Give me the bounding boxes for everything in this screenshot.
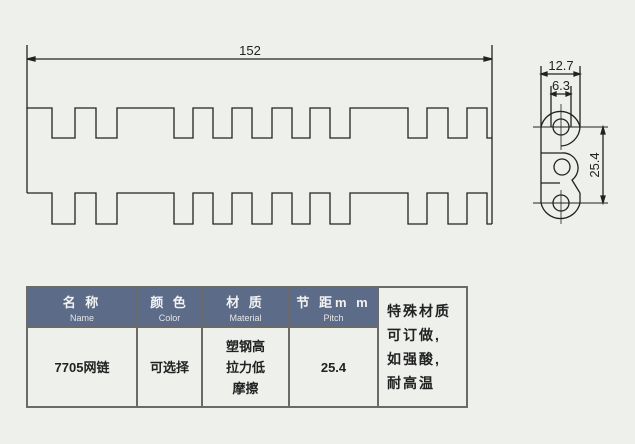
note-cell: 特殊材质 可订做, 如强酸, 耐高温 xyxy=(377,286,468,408)
chain-bottom-profile xyxy=(27,192,492,225)
middle-link-outline xyxy=(541,152,581,194)
header-name-en: Name xyxy=(69,312,94,323)
header-color-zh: 颜 色 xyxy=(150,294,189,310)
header-material: 材 质 Material xyxy=(201,286,290,328)
material-line: 拉力低 xyxy=(225,359,265,375)
header-pitch: 节 距m m Pitch xyxy=(288,286,379,328)
hole-dimension-label: 6.3 xyxy=(552,78,570,93)
header-pitch-zh: 节 距m m xyxy=(296,294,371,310)
cell-pitch: 25.4 xyxy=(288,326,379,408)
material-line: 摩擦 xyxy=(232,380,259,396)
top-link-outline xyxy=(540,110,581,147)
length-dimension-label: 152 xyxy=(239,43,261,58)
arrow-right xyxy=(483,56,493,62)
header-name: 名 称 Name xyxy=(26,286,138,328)
spec-table: 名 称 Name 颜 色 Color 材 质 Material 节 距m m P… xyxy=(26,286,468,408)
chain-top-profile xyxy=(26,107,492,193)
cell-material: 塑钢高 拉力低 摩擦 xyxy=(201,326,290,408)
header-pitch-en: Pitch xyxy=(323,312,344,323)
note-line: 可订做, xyxy=(387,327,441,343)
header-color: 颜 色 Color xyxy=(136,286,203,328)
material-line: 塑钢高 xyxy=(225,338,265,354)
cell-color: 可选择 xyxy=(136,326,203,408)
cell-name: 7705网链 xyxy=(26,326,138,408)
note-line: 耐高温 xyxy=(387,375,435,391)
note-line: 如强酸, xyxy=(387,351,441,367)
header-color-en: Color xyxy=(158,312,181,323)
header-material-en: Material xyxy=(229,312,262,323)
note-line: 特殊材质 xyxy=(387,303,451,319)
bottom-link-outline xyxy=(540,193,581,220)
middle-hole xyxy=(553,158,571,176)
pitch-dimension-label: 25.4 xyxy=(587,152,602,177)
arrow-left xyxy=(26,56,36,62)
header-name-zh: 名 称 xyxy=(62,294,102,310)
header-material-zh: 材 质 xyxy=(226,294,265,310)
width-dimension-label: 12.7 xyxy=(548,58,573,73)
